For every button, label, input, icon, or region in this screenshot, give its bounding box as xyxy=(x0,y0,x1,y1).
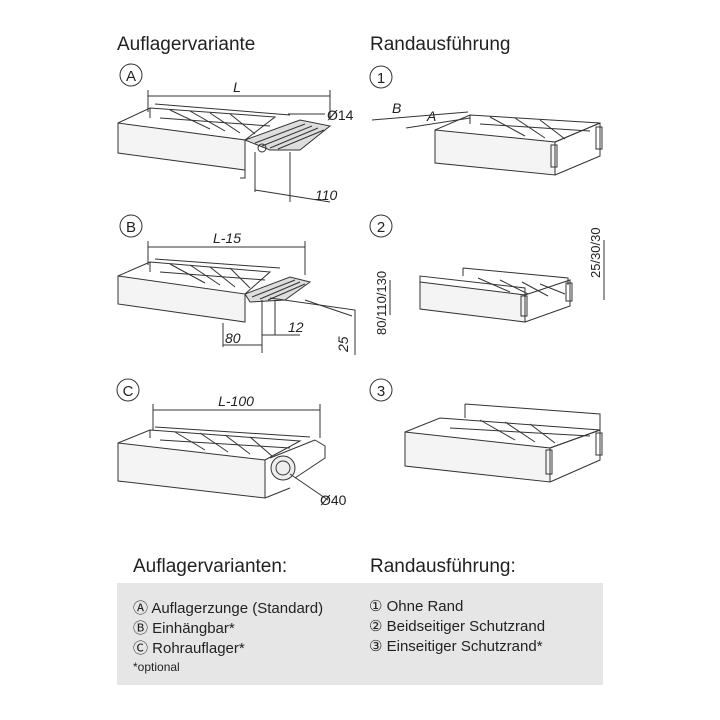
rand-1-drawing: 1 B A xyxy=(369,65,603,176)
variant-b-drawing: B L-15 80 12 25 xyxy=(117,214,356,355)
legend-item-rohrauflager: Ⓒ Rohrauflager* xyxy=(133,640,245,657)
marker-2-label: 2 xyxy=(377,219,385,236)
dim-a-length: L xyxy=(233,79,241,95)
dim-a-diameter: Ø14 xyxy=(327,107,354,123)
marker-3-circle xyxy=(369,378,393,402)
dim-r2-height: 80/110/130 xyxy=(374,271,389,335)
marker-a-circle xyxy=(119,63,143,87)
marker-a-label: A xyxy=(126,68,136,85)
marker-b-label: B xyxy=(126,219,136,236)
dim-b-gap: 12 xyxy=(288,319,304,335)
variant-c-drawing: C L-100 Ø40 xyxy=(116,378,347,508)
legend-title-randausfuehrung: Randausführung: xyxy=(370,556,516,577)
header-auflagervariante: Auflagervariante xyxy=(117,34,256,55)
marker-c-circle xyxy=(116,378,140,402)
legend-item-auflagerzunge: Ⓐ Auflagerzunge (Standard) xyxy=(133,600,324,617)
dim-c-length: L-100 xyxy=(218,393,254,409)
legend-note-optional: *optional xyxy=(133,660,180,674)
legend-item-ohne-rand: ① Ohne Rand xyxy=(369,598,464,615)
marker-2-circle xyxy=(369,214,393,238)
marker-b-circle xyxy=(119,214,143,238)
rand-3-drawing: 3 xyxy=(369,378,603,483)
variant-a-drawing: A L Ø14 110 xyxy=(117,63,354,203)
marker-1-circle xyxy=(369,65,393,89)
dim-b-height: 25 xyxy=(335,336,351,353)
header-randausfuehrung: Randausführung xyxy=(370,34,511,55)
dim-r1-a: A xyxy=(426,108,436,124)
dim-r2-rim: 25/30/30 xyxy=(588,227,603,278)
legend-item-einhaengbar: Ⓑ Einhängbar* xyxy=(133,620,235,637)
dim-c-diameter: Ø40 xyxy=(320,492,347,508)
marker-3-label: 3 xyxy=(377,383,385,400)
dim-r1-b: B xyxy=(392,100,401,116)
legend-title-auflagervarianten: Auflagervarianten: xyxy=(133,556,288,577)
dim-b-offset: 80 xyxy=(225,330,241,346)
legend-item-beidseitiger-schutzrand: ② Beidseitiger Schutzrand xyxy=(369,618,546,635)
marker-c-label: C xyxy=(123,383,134,400)
dim-b-length: L-15 xyxy=(213,230,241,246)
legend-box xyxy=(117,583,603,685)
marker-1-label: 1 xyxy=(377,70,385,87)
dim-a-depth: 110 xyxy=(315,187,338,203)
rand-2-drawing: 2 80/110/130 25/30/30 xyxy=(369,214,605,335)
legend-item-einseitiger-schutzrand: ③ Einseitiger Schutzrand* xyxy=(369,638,543,655)
